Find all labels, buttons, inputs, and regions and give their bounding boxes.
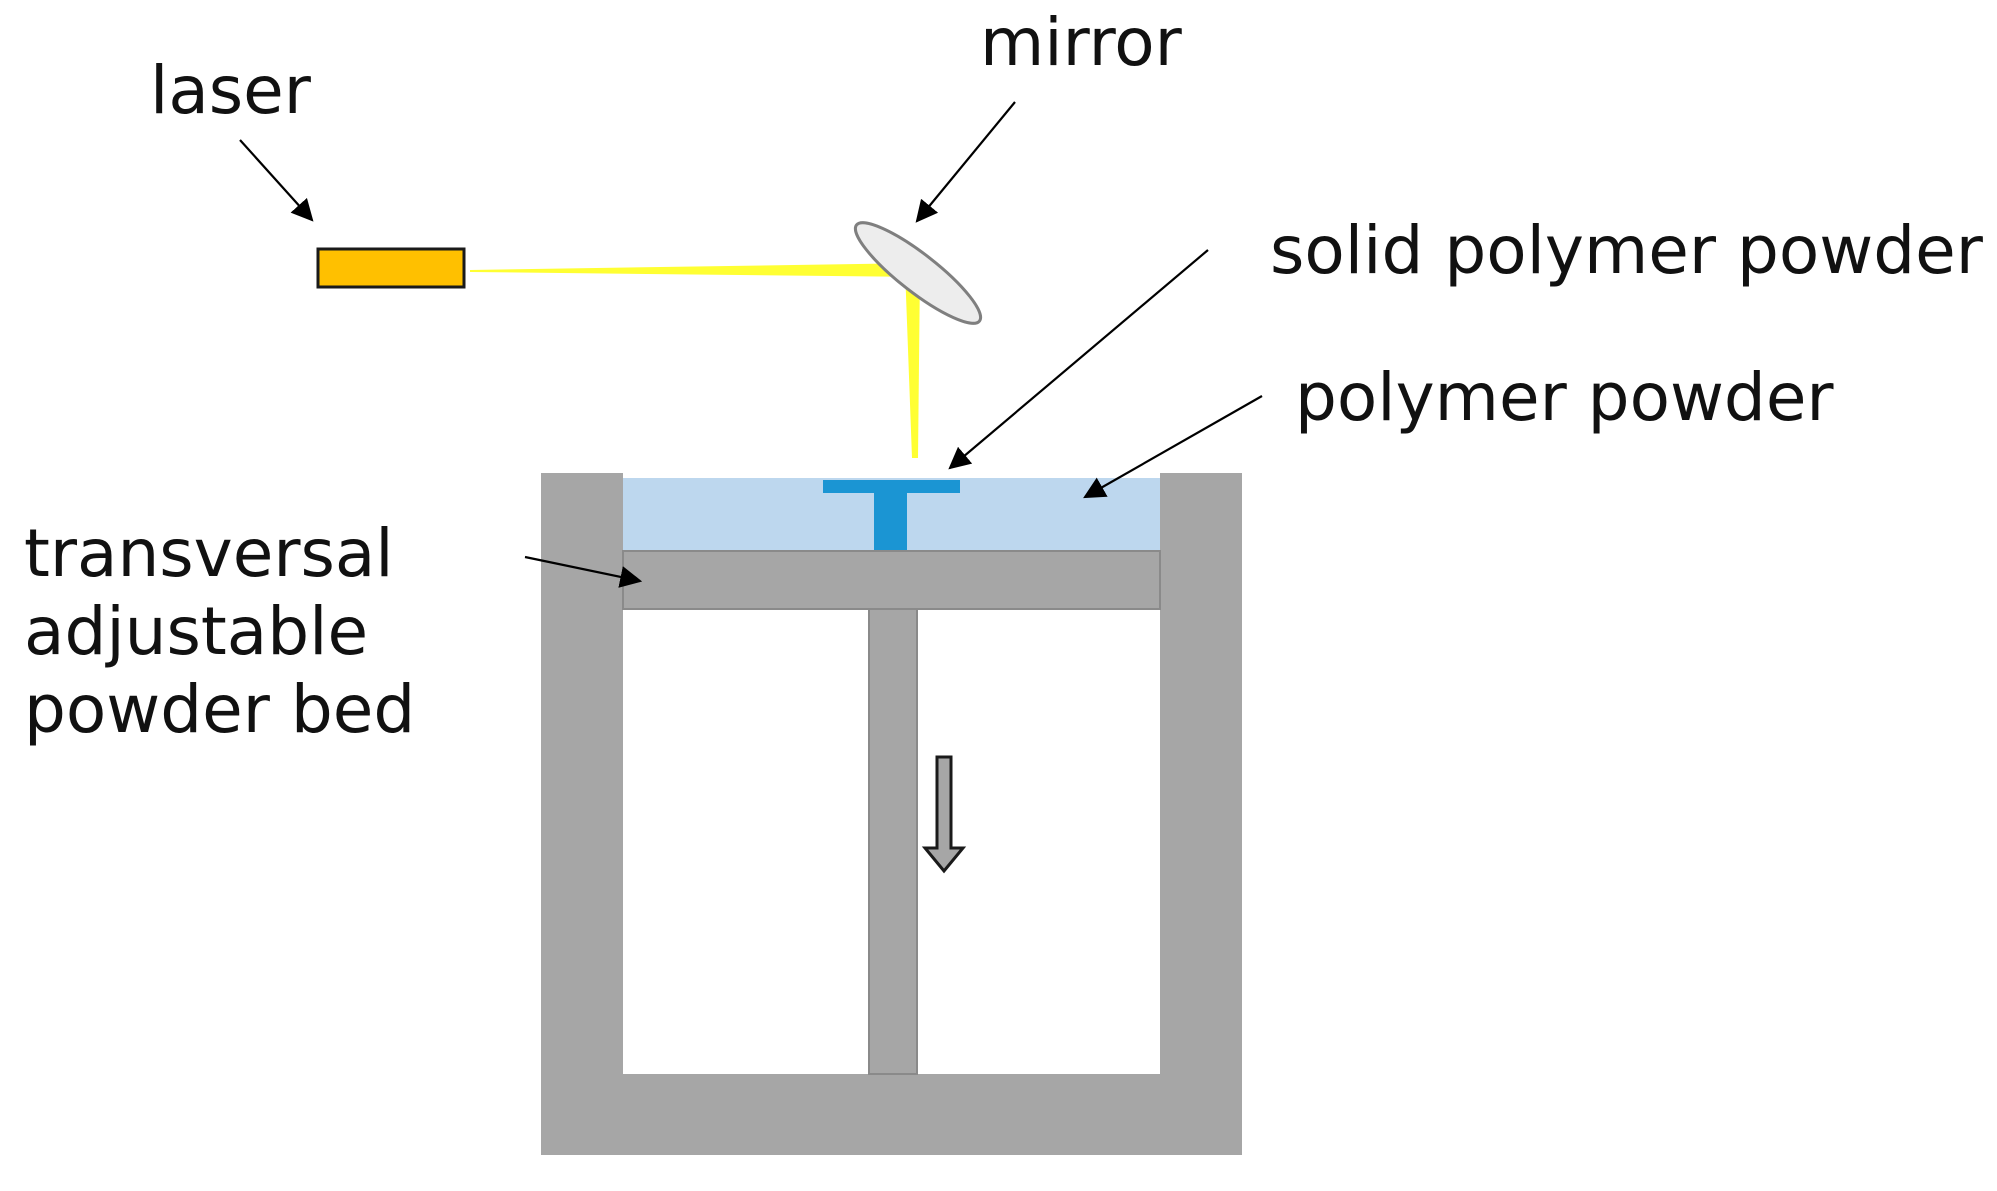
- container-right-wall: [1160, 473, 1242, 1155]
- solid-polymer-powder-label: solid polymer powder: [1270, 212, 1983, 289]
- powder-bed-label: transversal adjustable powder bed: [24, 515, 444, 749]
- laser-label: laser: [150, 52, 311, 129]
- powder-bed-label-line-2: adjustable: [24, 592, 369, 670]
- solid-powder-leader-arrow: [948, 249, 1209, 470]
- powder-bed-label-line-1: transversal: [24, 515, 394, 592]
- solid-part-stem: [874, 493, 907, 551]
- container-left-wall: [541, 473, 623, 1155]
- laser-beam-vertical: [905, 268, 920, 458]
- piston-rod: [868, 608, 918, 1075]
- laser-beam-horizontal: [470, 263, 920, 277]
- mirror-label: mirror: [980, 4, 1182, 81]
- mirror: [853, 221, 983, 325]
- laser-source: [316, 247, 466, 289]
- powder-bed-leader-arrow: [524, 555, 643, 588]
- polymer-powder-label: polymer powder: [1295, 359, 1834, 436]
- container-floor: [541, 1074, 1242, 1155]
- solid-part-top: [823, 480, 960, 493]
- powder-bed-label-line-3: powder bed: [24, 670, 416, 748]
- down-arrow-icon: [921, 755, 967, 874]
- mirror-leader-arrow: [915, 101, 1016, 223]
- polymer-powder-leader-arrow: [1083, 395, 1263, 499]
- laser-leader-arrow: [239, 139, 314, 222]
- build-platform: [622, 550, 1161, 610]
